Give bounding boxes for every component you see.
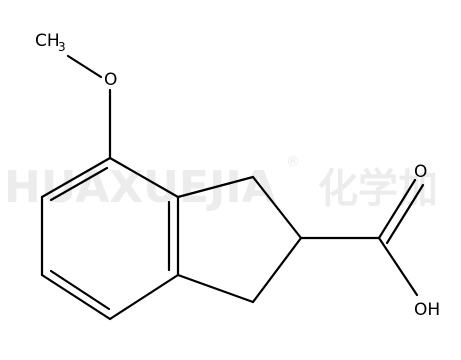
bond-c3a-c3 bbox=[176, 175, 255, 199]
methyl-subscript: 3 bbox=[58, 40, 66, 54]
bond-c4-c5-inner bbox=[49, 166, 109, 202]
atom-labels: CH 3 O O OH bbox=[35, 31, 440, 320]
bond-c3-c2 bbox=[251, 175, 303, 240]
bond-o-ch3 bbox=[66, 54, 103, 79]
bond-c-o-double-b bbox=[385, 183, 425, 245]
bond-c1-c7a bbox=[176, 273, 255, 304]
bond-c6-c7-inner bbox=[49, 269, 111, 311]
hydroxyl-label: OH bbox=[414, 300, 440, 320]
methyl-label: CH bbox=[35, 31, 60, 51]
bond-c6-c7 bbox=[40, 273, 112, 321]
bond-c-oh bbox=[377, 236, 419, 297]
bond-c7-c7a bbox=[108, 273, 180, 321]
carbonyl-oxygen-label: O bbox=[414, 162, 427, 182]
watermark-chinese-text: 化学加 bbox=[318, 166, 438, 212]
bond-c4-c5 bbox=[40, 156, 112, 199]
bond-c-o-double-a bbox=[377, 178, 417, 240]
watermark-registered-mark: ® bbox=[286, 154, 300, 170]
watermark: HUAXUEJIA ® 化学加 bbox=[4, 154, 438, 213]
bond-c3a-c4 bbox=[108, 156, 180, 199]
bonds bbox=[40, 54, 425, 321]
ether-oxygen-label: O bbox=[104, 70, 117, 90]
bond-c2-c1 bbox=[251, 236, 303, 304]
watermark-latin-text: HUAXUEJIA bbox=[4, 162, 276, 213]
